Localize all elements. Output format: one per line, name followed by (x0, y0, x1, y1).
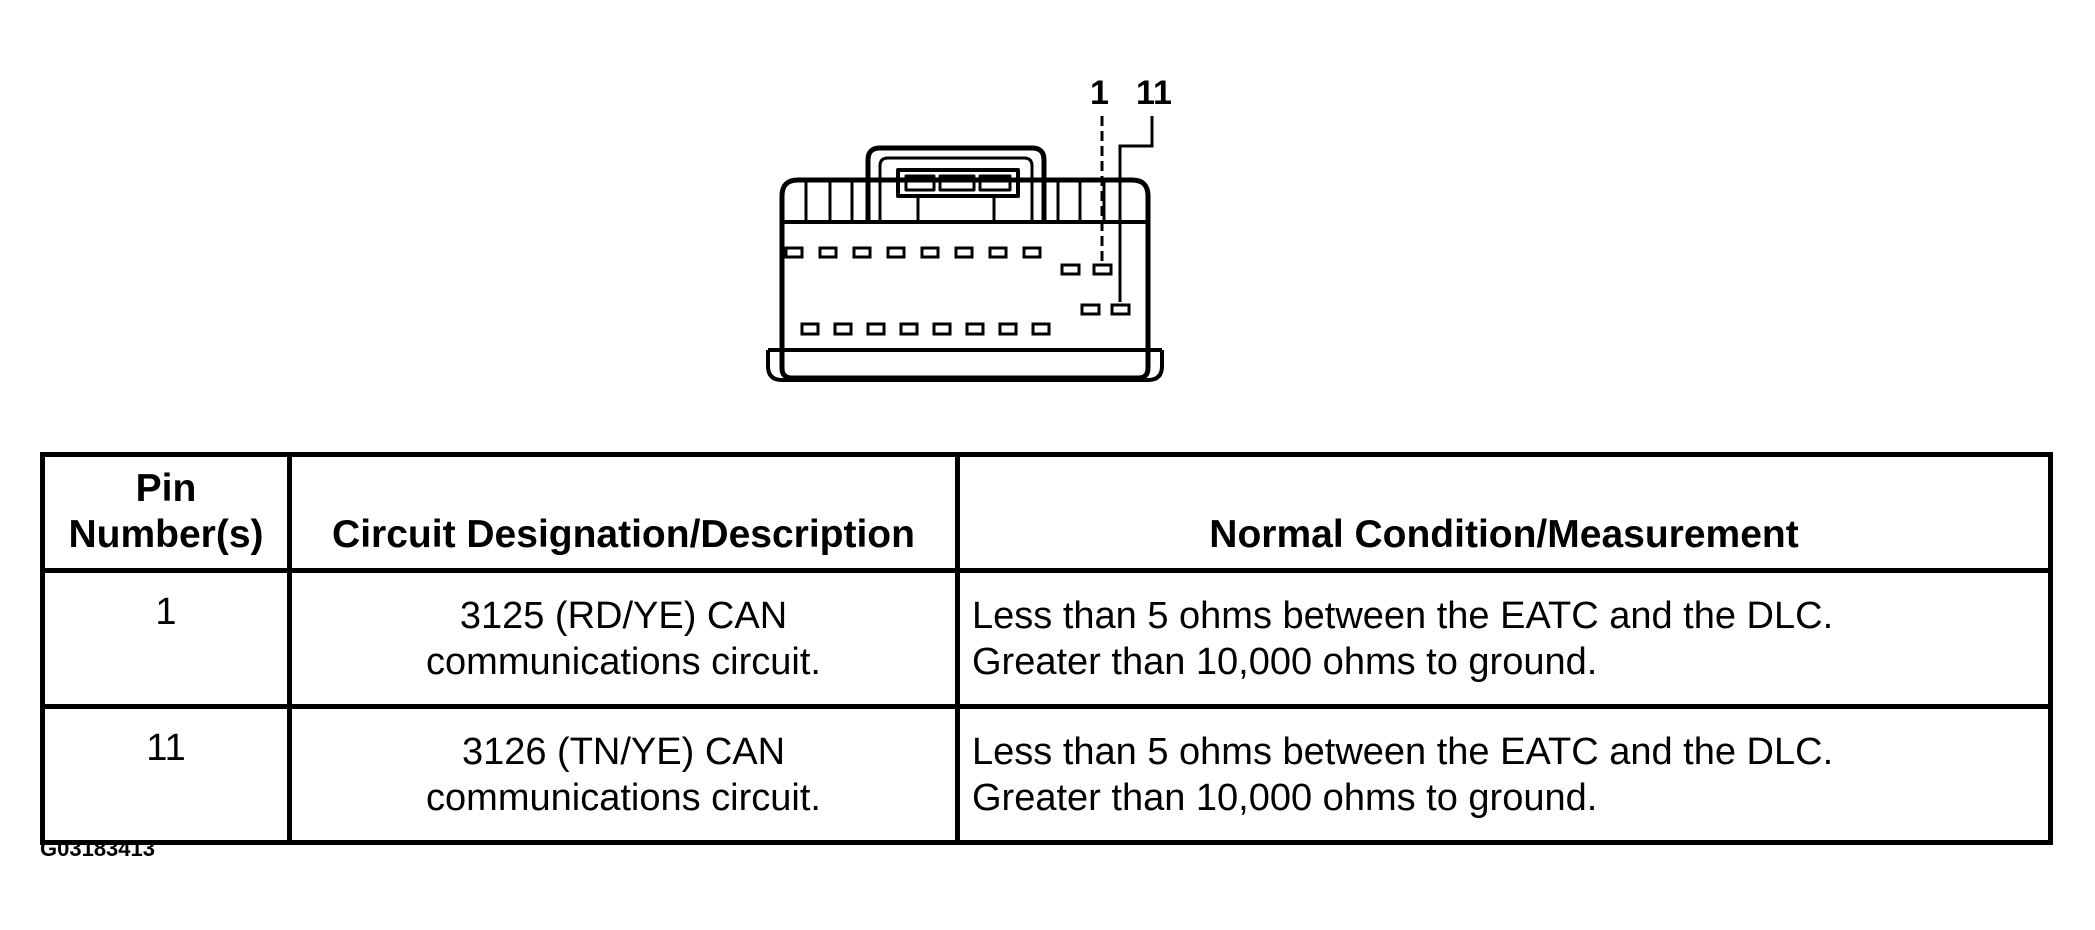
terminal-cavity (1031, 322, 1051, 336)
terminal-cavity (998, 322, 1018, 336)
terminal-cavity-pin-11 (1110, 303, 1131, 316)
figure-id: G03183413 (40, 836, 155, 861)
pin-11-leader (1118, 116, 1154, 302)
terminal-cavity (988, 246, 1008, 259)
condition-line1: Less than 5 ohms between the EATC and th… (972, 730, 1834, 773)
header-condition: Normal Condition/Measurement (955, 452, 2053, 573)
terminal-cavity (920, 246, 940, 259)
pinout-table: Pin Number(s) Circuit Designation/Descri… (40, 452, 2053, 845)
table-row: 1 3125 (RD/YE) CAN communications circui… (40, 568, 2053, 709)
circuit-line2: communications circuit. (426, 640, 821, 683)
terminal-cavity (784, 246, 804, 259)
terminal-cavity (833, 322, 853, 336)
terminal-cavity (1080, 303, 1101, 316)
locking-tab (865, 145, 1047, 222)
terminal-cavity (1060, 263, 1081, 276)
terminal-cavity (932, 322, 952, 336)
condition-line2: Greater than 10,000 ohms to ground. (972, 776, 1598, 819)
connector-body (779, 177, 1151, 381)
circuit-line1: 3126 (TN/YE) CAN (461, 730, 786, 773)
terminal-cavity (1022, 246, 1042, 259)
terminal-cavity (866, 322, 886, 336)
terminal-cavity (852, 246, 872, 259)
condition-line2: Greater than 10,000 ohms to ground. (972, 640, 1598, 683)
terminal-cavity (965, 322, 985, 336)
pin-label-1: 1 (1090, 74, 1109, 112)
terminal-cavity-pin-1 (1092, 263, 1113, 276)
terminal-cavity (800, 322, 820, 336)
circuit-line1: 3125 (RD/YE) CAN (459, 594, 788, 637)
header-pin-line1: Pin (135, 467, 197, 510)
header-pin-numbers: Pin Number(s) (40, 452, 292, 573)
header-circuit: Circuit Designation/Description (287, 452, 960, 573)
condition-cell: Less than 5 ohms between the EATC and th… (955, 704, 2053, 845)
terminal-cavities (784, 246, 1131, 336)
condition-line1: Less than 5 ohms between the EATC and th… (972, 594, 1834, 637)
header-pin-line2: Number(s) (68, 513, 264, 556)
circuit-line2: communications circuit. (426, 776, 821, 819)
condition-cell: Less than 5 ohms between the EATC and th… (955, 568, 2053, 709)
pin-cell: 11 (40, 704, 292, 845)
circuit-cell: 3126 (TN/YE) CAN communications circuit. (287, 704, 960, 845)
terminal-cavity (954, 246, 974, 259)
table-row: 11 3126 (TN/YE) CAN communications circu… (40, 704, 2053, 845)
table-header-row: Pin Number(s) Circuit Designation/Descri… (40, 452, 2053, 573)
terminal-cavity (818, 246, 838, 259)
pin-cell: 1 (40, 568, 292, 709)
terminal-cavity (899, 322, 919, 336)
pin-label-11: 11 (1136, 74, 1172, 112)
connector-diagram: 1 11 (766, 74, 1172, 382)
circuit-cell: 3125 (RD/YE) CAN communications circuit. (287, 568, 960, 709)
terminal-cavity (886, 246, 906, 259)
